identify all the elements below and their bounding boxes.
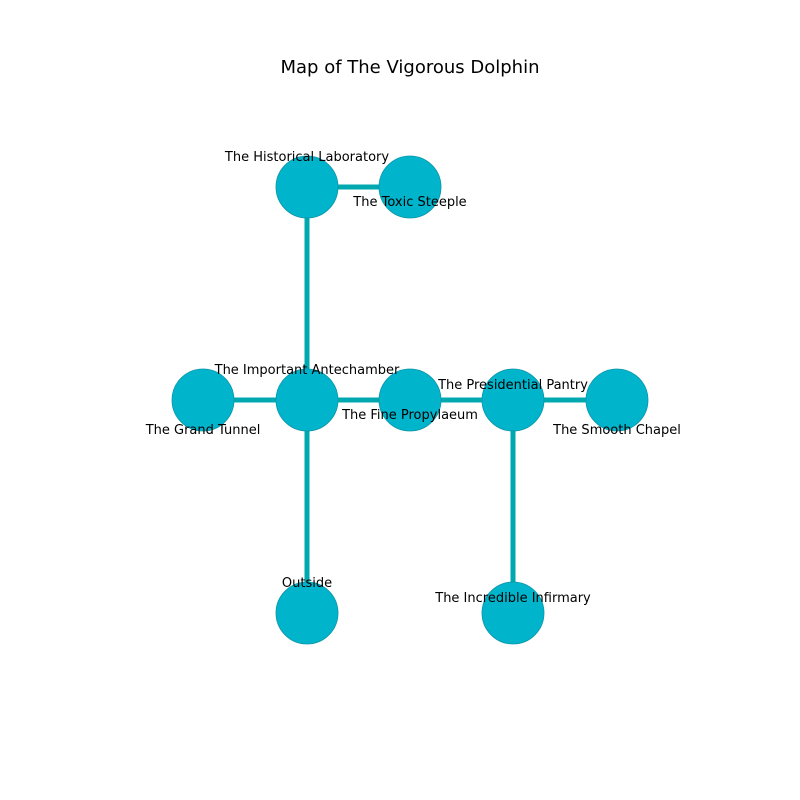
room-label-presidential-pantry: The Presidential Pantry (437, 378, 588, 393)
room-node-incredible-infirmary (481, 581, 545, 645)
room-label-grand-tunnel: The Grand Tunnel (145, 423, 261, 438)
room-node-important-antechamber (275, 368, 339, 432)
room-node-fine-propylaeum (378, 368, 442, 432)
room-label-important-antechamber: The Important Antechamber (214, 363, 400, 378)
room-node-outside (275, 581, 339, 645)
room-label-fine-propylaeum: The Fine Propylaeum (341, 408, 478, 423)
map-title: Map of The Vigorous Dolphin (281, 57, 540, 78)
room-node-historical-laboratory (275, 155, 339, 219)
room-node-toxic-steeple (378, 155, 442, 219)
rooms (171, 155, 649, 645)
room-label-incredible-infirmary: The Incredible Infirmary (434, 591, 591, 606)
room-label-historical-laboratory: The Historical Laboratory (224, 150, 389, 165)
room-node-smooth-chapel (585, 368, 649, 432)
room-label-smooth-chapel: The Smooth Chapel (552, 423, 681, 438)
room-node-presidential-pantry (481, 368, 545, 432)
room-node-grand-tunnel (171, 368, 235, 432)
room-label-toxic-steeple: The Toxic Steeple (352, 195, 466, 210)
room-label-outside: Outside (282, 576, 332, 591)
